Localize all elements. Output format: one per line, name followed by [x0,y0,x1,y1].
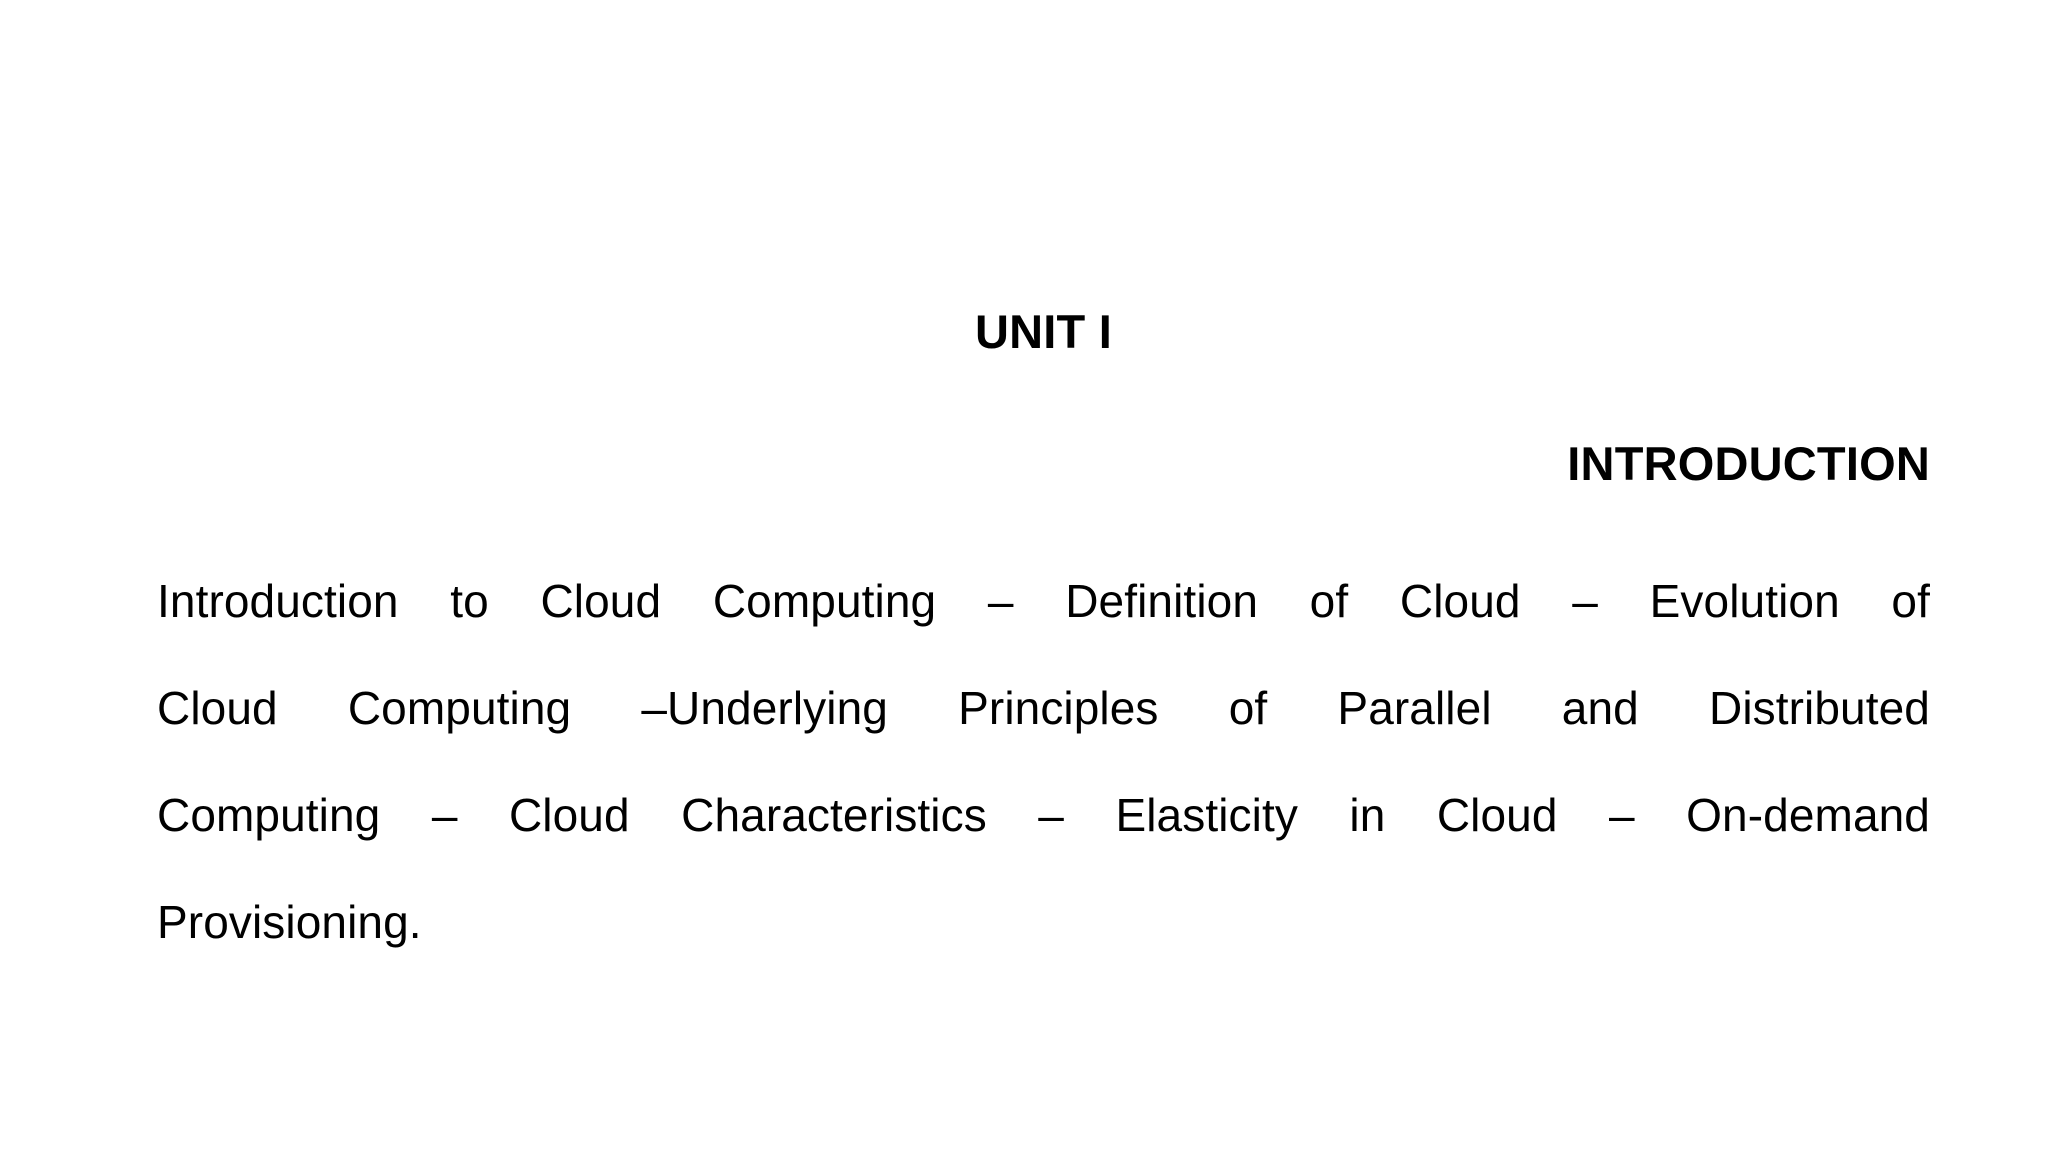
body-line: Cloud Computing –Underlying Principles o… [157,682,1930,734]
syllabus-body: Introduction to Cloud Computing – Defini… [157,548,1930,976]
body-line: Introduction to Cloud Computing – Defini… [157,575,1930,627]
section-heading: INTRODUCTION [1567,437,1930,490]
unit-heading: UNIT I [975,305,1112,358]
content-column: UNIT I INTRODUCTION Introduction to Clou… [157,0,1930,1152]
body-line: Computing – Cloud Characteristics – Elas… [157,789,1930,841]
body-line: Provisioning. [157,896,422,948]
